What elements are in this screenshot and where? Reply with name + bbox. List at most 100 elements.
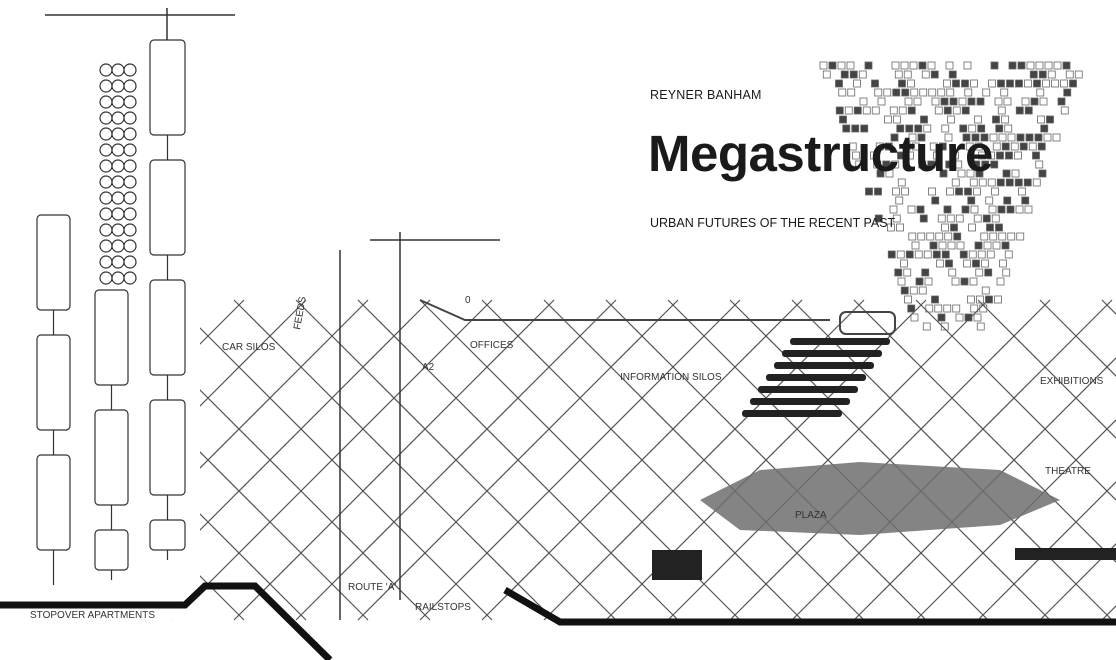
structure-cell <box>937 313 946 322</box>
tower-crane-left <box>45 8 500 620</box>
structure-cell <box>987 178 996 187</box>
structure-cell <box>1006 79 1014 88</box>
structure-cell <box>848 142 857 151</box>
structure-cell <box>968 124 977 133</box>
structure-cell <box>915 277 924 286</box>
structure-cell <box>1074 70 1083 79</box>
hex-cell <box>123 223 137 237</box>
structure-cell <box>981 286 990 295</box>
structure-cell <box>986 250 995 259</box>
structure-cell <box>969 178 978 187</box>
structure-cell <box>895 196 904 205</box>
structure-cell <box>1060 79 1068 88</box>
structure-cell <box>907 304 916 313</box>
structure-cell <box>1042 79 1050 88</box>
structure-cell <box>921 268 930 277</box>
structure-cell <box>961 106 970 115</box>
structure-cell <box>1016 232 1025 241</box>
structure-cell <box>838 88 847 97</box>
structure-cell <box>956 241 965 250</box>
structure-cell <box>932 250 941 259</box>
structure-cell <box>839 115 847 124</box>
structure-cell <box>883 88 892 97</box>
structure-cell <box>919 214 928 223</box>
structure-cell <box>1000 88 1009 97</box>
structure-cell <box>908 232 917 241</box>
label-zero: 0 <box>465 295 471 306</box>
structure-cell <box>970 79 978 88</box>
structure-cell <box>909 61 918 70</box>
structure-cell <box>910 88 919 97</box>
lattice-strut <box>171 299 493 621</box>
pixel-block-cluster <box>819 61 1083 331</box>
structure-cell <box>1047 70 1056 79</box>
hex-cell <box>99 79 113 93</box>
structure-cell <box>970 304 979 313</box>
lattice-strut <box>481 299 803 621</box>
lattice-strut <box>791 299 1113 621</box>
structure-cell <box>979 304 988 313</box>
structure-cell <box>1004 124 1013 133</box>
structure-cell <box>1004 250 1013 259</box>
structure-cell <box>903 268 912 277</box>
structure-cell <box>924 277 933 286</box>
hex-cell <box>123 207 137 221</box>
structure-cell <box>903 70 912 79</box>
structure-cell <box>945 160 954 169</box>
structure-cell <box>930 70 939 79</box>
structure-cell <box>1002 169 1011 178</box>
structure-cell <box>1026 61 1035 70</box>
structure-cell <box>898 106 907 115</box>
structure-cell <box>1006 205 1015 214</box>
hex-cell <box>111 255 125 269</box>
structure-cell <box>950 223 958 232</box>
structure-cell <box>911 142 920 151</box>
structure-cell <box>976 295 984 304</box>
structure-cell <box>906 151 914 160</box>
structure-cell <box>844 106 853 115</box>
structure-cell <box>1001 115 1009 124</box>
structure-cell <box>936 259 944 268</box>
label-offices: OFFICES <box>470 340 514 351</box>
structure-cell <box>1060 106 1069 115</box>
tower-cylinder <box>149 159 186 256</box>
structure-cell <box>934 106 943 115</box>
hex-cell <box>99 255 113 269</box>
structure-cell <box>875 142 884 151</box>
structure-cell <box>960 277 969 286</box>
structure-cell <box>916 205 925 214</box>
structure-cell <box>884 115 892 124</box>
hex-cell <box>111 159 125 173</box>
tower-cylinder <box>36 334 71 431</box>
hex-cell <box>123 175 137 189</box>
structure-cell <box>858 70 867 79</box>
lattice-strut <box>1039 543 1116 621</box>
structure-cell <box>898 79 906 88</box>
structure-cell <box>1038 169 1047 178</box>
structure-cell <box>1001 241 1010 250</box>
structure-cell <box>1033 79 1041 88</box>
structure-cell <box>901 88 910 97</box>
structure-cell <box>874 187 882 196</box>
structure-cell <box>998 133 1007 142</box>
lattice-strut <box>667 299 989 621</box>
structure-cell <box>987 151 995 160</box>
structure-cell <box>968 250 977 259</box>
structure-cell <box>1043 133 1052 142</box>
structure-cell <box>1032 151 1040 160</box>
tower-cylinder <box>149 39 186 136</box>
structure-cell <box>973 214 982 223</box>
structure-cell <box>964 187 972 196</box>
structure-cell <box>939 169 948 178</box>
structure-cell <box>978 151 986 160</box>
structure-cell <box>1037 115 1045 124</box>
structure-cell <box>905 250 914 259</box>
structure-cell <box>977 250 986 259</box>
structure-cell <box>920 115 928 124</box>
hex-cell <box>123 111 137 125</box>
structure-cell <box>945 61 954 70</box>
plaza-deck <box>700 462 1060 535</box>
structure-cell <box>929 142 938 151</box>
structure-cell <box>980 133 989 142</box>
hex-cell <box>111 63 125 77</box>
